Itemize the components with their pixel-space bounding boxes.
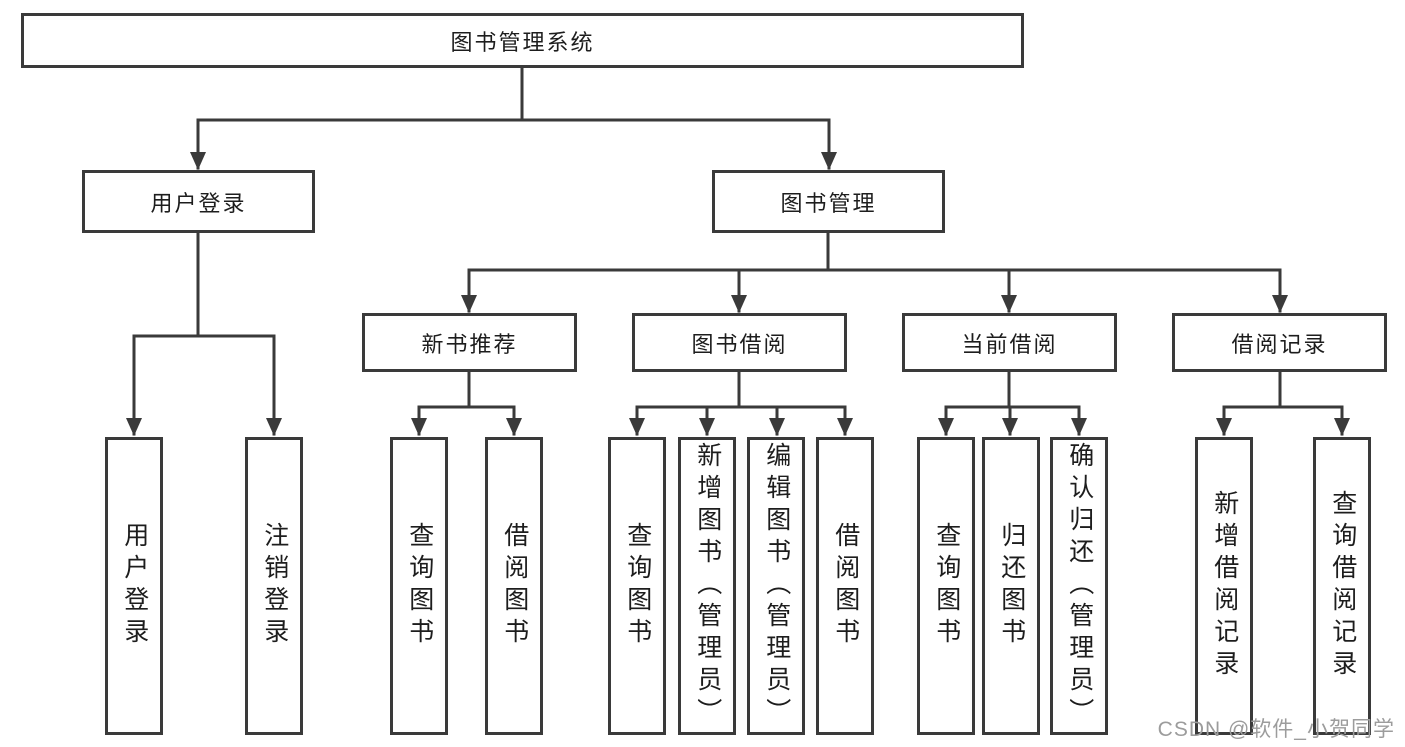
node-confirm-return-admin: 确认归还（管理员） <box>1050 437 1108 735</box>
node-book-borrowing: 图书借阅 <box>632 313 847 372</box>
node-logout: 注销登录 <box>245 437 303 735</box>
arrowheads <box>126 152 1350 436</box>
node-recommend-query-books: 查询图书 <box>390 437 448 735</box>
node-library-management-system: 图书管理系统 <box>21 13 1024 68</box>
node-user-login: 用户登录 <box>82 170 315 233</box>
node-current-borrowing: 当前借阅 <box>902 313 1117 372</box>
node-label: 查询图书 <box>405 522 434 650</box>
node-label: 新增图书（管理员） <box>693 442 722 730</box>
node-label: 查询图书 <box>623 522 652 650</box>
node-label: 当前借阅 <box>961 331 1058 357</box>
node-label: 查询借阅记录 <box>1328 490 1357 682</box>
node-query-borrow-record: 查询借阅记录 <box>1313 437 1371 735</box>
node-label: 新书推荐 <box>421 331 518 357</box>
node-label: 图书借阅 <box>691 331 788 357</box>
node-label: 用户登录 <box>120 522 149 650</box>
node-borrow-books-leaf: 借阅图书 <box>816 437 874 735</box>
node-label: 借阅图书 <box>831 522 860 650</box>
node-label: 查询图书 <box>932 522 961 650</box>
node-label: 注销登录 <box>260 522 289 650</box>
node-add-books-admin: 新增图书（管理员） <box>678 437 736 735</box>
node-label: 确认归还（管理员） <box>1065 442 1094 730</box>
node-label: 编辑图书（管理员） <box>762 442 791 730</box>
node-label: 新增借阅记录 <box>1210 490 1239 682</box>
node-label: 用户登录 <box>150 190 247 216</box>
node-borrow-query-books: 查询图书 <box>608 437 666 735</box>
node-label: 借阅记录 <box>1231 331 1328 357</box>
node-label: 借阅图书 <box>500 522 529 650</box>
node-new-book-recommendation: 新书推荐 <box>362 313 577 372</box>
csdn-watermark: CSDN @软件_小贺同学 <box>1157 718 1395 741</box>
node-label: 图书管理 <box>780 190 877 216</box>
node-current-query-books: 查询图书 <box>917 437 975 735</box>
node-edit-books-admin: 编辑图书（管理员） <box>747 437 805 735</box>
node-recommend-borrow-books: 借阅图书 <box>485 437 543 735</box>
node-book-management: 图书管理 <box>712 170 945 233</box>
node-label: 归还图书 <box>997 522 1026 650</box>
node-label: 图书管理系统 <box>450 29 595 55</box>
node-return-books: 归还图书 <box>982 437 1040 735</box>
node-user-login-leaf: 用户登录 <box>105 437 163 735</box>
node-borrowing-records: 借阅记录 <box>1172 313 1387 372</box>
node-add-borrow-record: 新增借阅记录 <box>1195 437 1253 735</box>
